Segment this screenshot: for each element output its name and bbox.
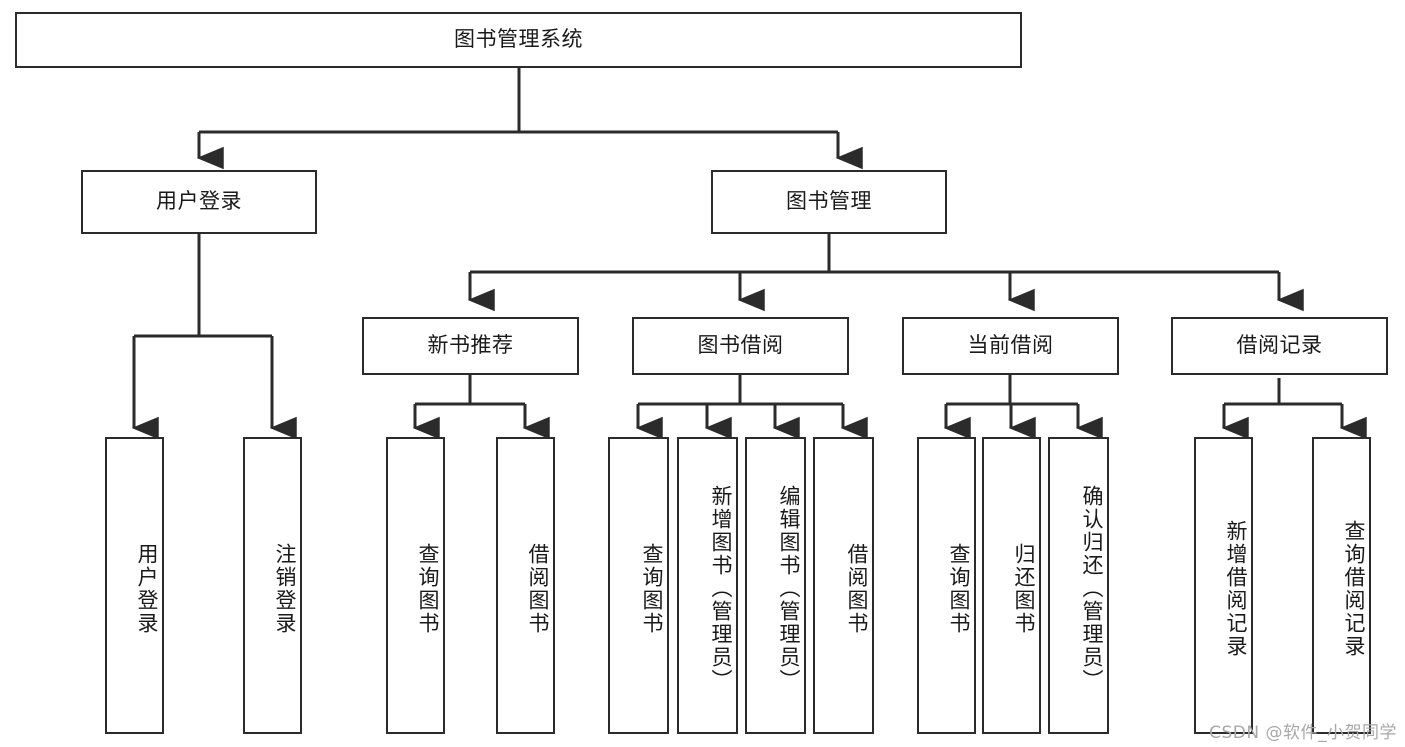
node-leaf-recommend-borrow-book[interactable]: 借阅图书 (496, 437, 555, 734)
node-leaf-add-borrow-record-label: 新增借阅记录 (1224, 519, 1248, 658)
node-user-login[interactable]: 用户登录 (81, 170, 317, 234)
node-book-borrow-label: 图书借阅 (697, 333, 784, 358)
node-leaf-query-borrow-record-label: 查询借阅记录 (1342, 519, 1366, 658)
node-root-label: 图书管理系统 (454, 27, 583, 52)
node-leaf-current-query-book-label: 查询图书 (947, 542, 971, 635)
node-leaf-current-query-book[interactable]: 查询图书 (917, 437, 976, 734)
watermark-text: CSDN @软件_小贺同学 (1209, 723, 1397, 743)
node-leaf-recommend-borrow-book-label: 借阅图书 (526, 542, 550, 635)
node-leaf-return-book[interactable]: 归还图书 (982, 437, 1041, 734)
node-leaf-user-login[interactable]: 用户登录 (105, 437, 164, 734)
node-leaf-borrow-query-book[interactable]: 查询图书 (608, 437, 669, 734)
node-new-book-recommend[interactable]: 新书推荐 (362, 317, 579, 375)
node-borrow-record-label: 借阅记录 (1236, 333, 1323, 358)
node-leaf-edit-book-admin[interactable]: 编辑图书（管理员） (745, 437, 806, 734)
node-leaf-recommend-query-book[interactable]: 查询图书 (386, 437, 445, 734)
node-book-management[interactable]: 图书管理 (711, 170, 947, 234)
node-leaf-add-book-admin[interactable]: 新增图书（管理员） (677, 437, 738, 734)
node-leaf-user-login-label: 用户登录 (135, 542, 159, 635)
node-leaf-borrow-book-label: 借阅图书 (845, 542, 869, 635)
node-book-borrow[interactable]: 图书借阅 (632, 317, 849, 375)
node-leaf-add-book-admin-label: 新增图书（管理员） (709, 485, 733, 692)
node-leaf-add-borrow-record[interactable]: 新增借阅记录 (1194, 437, 1253, 734)
node-leaf-confirm-return-admin-label: 确认归还（管理员） (1080, 485, 1104, 692)
node-leaf-borrow-query-book-label: 查询图书 (640, 542, 664, 635)
node-new-book-recommend-label: 新书推荐 (427, 333, 514, 358)
node-borrow-record[interactable]: 借阅记录 (1171, 317, 1388, 375)
node-leaf-recommend-query-book-label: 查询图书 (416, 542, 440, 635)
node-leaf-logout-label: 注销登录 (273, 542, 297, 635)
node-current-borrow[interactable]: 当前借阅 (902, 317, 1119, 375)
node-leaf-edit-book-admin-label: 编辑图书（管理员） (777, 485, 801, 692)
node-root[interactable]: 图书管理系统 (15, 12, 1022, 68)
node-user-login-label: 用户登录 (156, 189, 242, 214)
node-current-borrow-label: 当前借阅 (967, 333, 1054, 358)
node-leaf-query-borrow-record[interactable]: 查询借阅记录 (1312, 437, 1371, 734)
node-leaf-return-book-label: 归还图书 (1012, 542, 1036, 635)
node-leaf-logout[interactable]: 注销登录 (243, 437, 302, 734)
node-leaf-confirm-return-admin[interactable]: 确认归还（管理员） (1048, 437, 1109, 734)
node-leaf-borrow-book[interactable]: 借阅图书 (813, 437, 874, 734)
node-book-management-label: 图书管理 (786, 189, 872, 214)
